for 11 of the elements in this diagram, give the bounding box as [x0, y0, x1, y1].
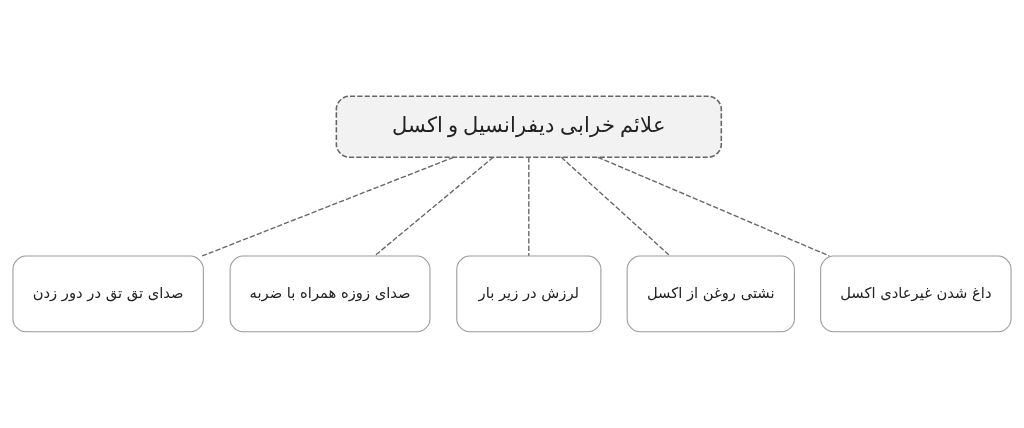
connector [597, 156, 830, 257]
node-box: لرزش در زیر بار [456, 255, 602, 333]
node-box: نشتی روغن از اکسل [626, 255, 795, 333]
connector [560, 156, 671, 257]
connector [528, 156, 530, 257]
node-box: صدای تق تق در دور زدن [12, 255, 204, 333]
node-box: علائم خرابی دیفرانسیل و اکسل [335, 95, 723, 158]
connector [374, 156, 494, 257]
node-box: داغ شدن غیرعادی اکسل [820, 255, 1012, 333]
node-box: صدای زوزه همراه با ضربه [229, 255, 431, 333]
connector [201, 156, 455, 257]
